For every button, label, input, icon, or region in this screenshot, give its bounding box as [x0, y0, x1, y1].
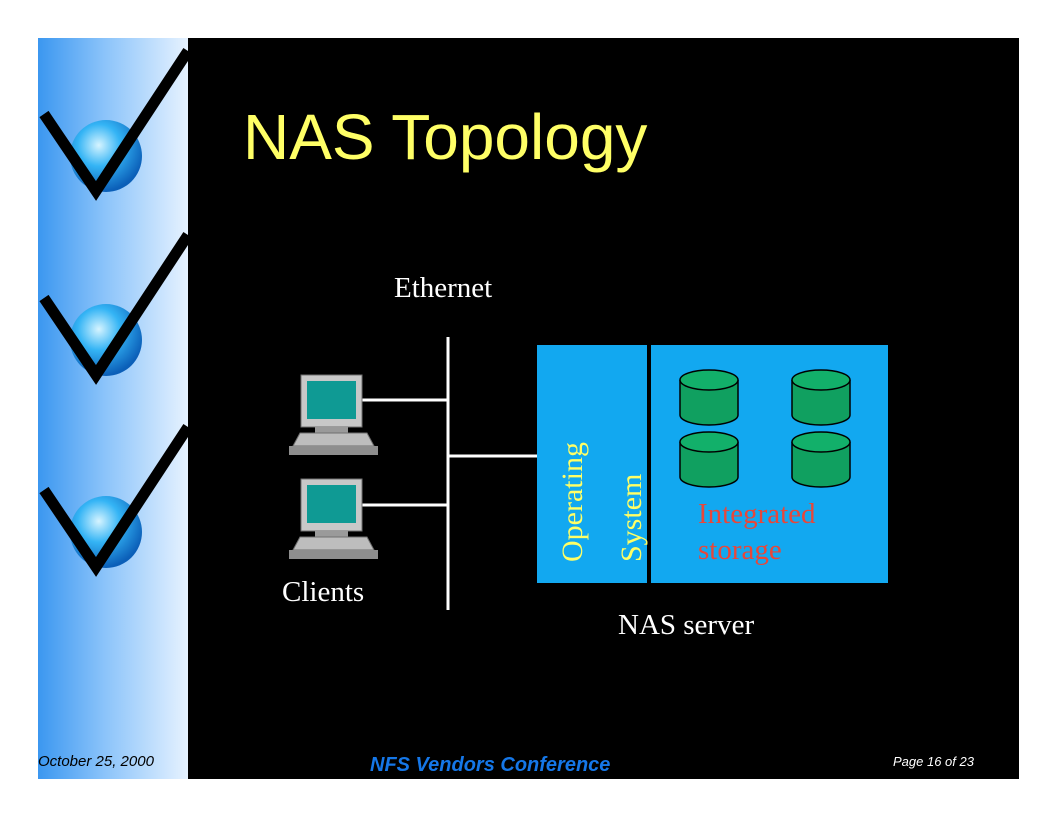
slide: NAS Topology	[38, 38, 1019, 779]
os-label-line1: Operating	[556, 442, 589, 562]
footer-conference: NFS Vendors Conference	[370, 754, 611, 776]
disk-icon	[791, 369, 851, 426]
footer-page-number: Page 16 of 23	[893, 754, 974, 769]
operating-system-panel	[537, 345, 647, 583]
disk-icon	[679, 369, 739, 426]
checkmark-icon	[39, 231, 188, 385]
topology-diagram	[289, 337, 851, 610]
storage-label-line2: storage	[698, 534, 782, 566]
disk-icon	[791, 431, 851, 488]
computer-icon	[289, 374, 378, 455]
computer-icon	[289, 478, 378, 559]
ethernet-label: Ethernet	[394, 272, 493, 304]
checkmark-icon	[39, 47, 188, 201]
nas-server-label: NAS server	[618, 609, 755, 641]
footer-date: October 25, 2000	[38, 753, 154, 770]
storage-label-line1: Integrated	[698, 498, 816, 530]
slide-title: NAS Topology	[243, 101, 648, 173]
clients-label: Clients	[282, 576, 365, 608]
os-label-line2: System	[615, 473, 648, 562]
sidebar-decoration	[38, 38, 188, 779]
checkmark-icon	[39, 423, 188, 577]
disk-icon	[679, 431, 739, 488]
storage-label: Integrated storage	[698, 496, 816, 568]
